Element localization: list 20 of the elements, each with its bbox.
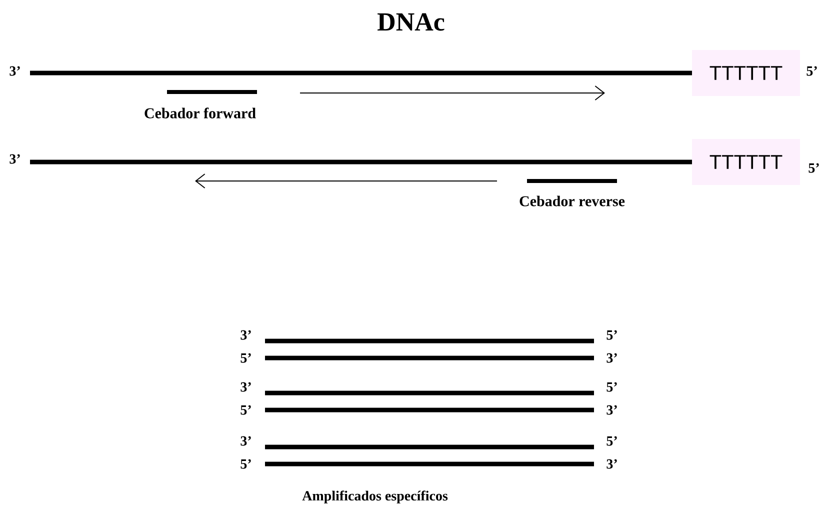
strand-end-label: 5’ [240, 353, 251, 363]
title: DNAc [378, 13, 444, 31]
caption: Amplificados específicos [302, 490, 448, 504]
poly-t-tail: TTTTTT [692, 50, 800, 96]
primer-label: Cebador reverse [520, 196, 625, 206]
strand-end-label: 3’ [606, 405, 617, 415]
primer-label: Cebador forward [144, 108, 256, 118]
strand-end-label: 3’ [240, 436, 251, 446]
strand-end-label: 3’ [606, 459, 617, 469]
strand-end-label: 3’ [240, 382, 251, 392]
strand-end-label: 3’ [240, 330, 251, 340]
strand-end-label: 5’ [240, 459, 251, 469]
strand-end-label: 3’ [10, 154, 20, 164]
strand-end-label: 5’ [606, 382, 617, 392]
poly-t-tail: TTTTTT [692, 139, 800, 185]
strand-end-label: 5’ [606, 436, 617, 446]
strand-end-label: 3’ [10, 66, 20, 76]
strand-end-label: 3’ [606, 353, 617, 363]
strand-end-label: 5’ [240, 405, 251, 415]
strand-end-label: 5’ [606, 330, 617, 340]
